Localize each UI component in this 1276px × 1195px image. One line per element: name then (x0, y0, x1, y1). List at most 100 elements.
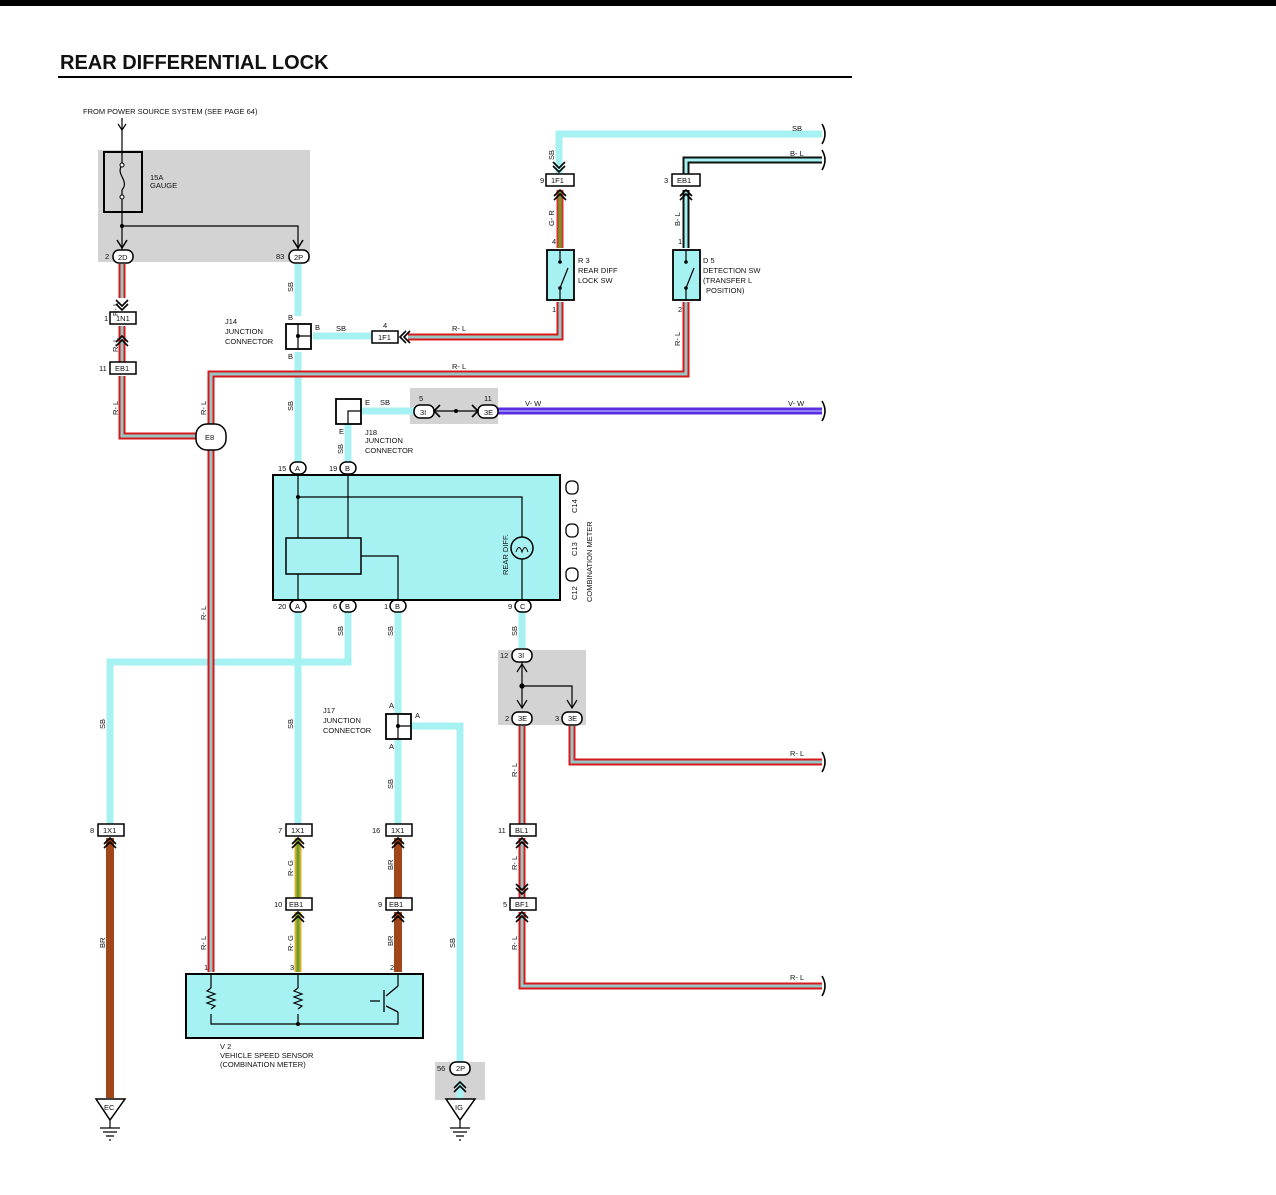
label-connectors-c3i: 3I (518, 651, 524, 660)
label-wire_colors-rl: R- L (452, 324, 466, 333)
label-pins-p56: 56 (437, 1064, 445, 1073)
label-labels-v2_id: V 2 (220, 1042, 231, 1051)
label-connectors-pb: B (395, 602, 400, 611)
label-pins-p9: 9 (508, 602, 512, 611)
label-connectors-c3e: 3E (568, 714, 577, 723)
label-labels-j14_name: JUNCTION (225, 327, 263, 336)
label-labels-ground_ec: EC (104, 1103, 115, 1112)
label-connectors-c2p: 2P (456, 1064, 465, 1073)
label-wire_colors-sb: SB (386, 626, 395, 636)
label-connectors-c1x1: 1X1 (103, 826, 116, 835)
label-wire_colors-rg: R- G (286, 860, 295, 876)
label-wire_colors-br: BR (386, 935, 395, 946)
label-wire_colors-sb: SB (547, 150, 556, 160)
label-connectors-pe: E (365, 398, 370, 407)
label-wire_colors-sb: SB (386, 779, 395, 789)
bl-wire (682, 156, 822, 248)
label-wire_colors-rl: R- L (111, 302, 120, 316)
label-labels-v2_name: VEHICLE SPEED SENSOR (220, 1051, 314, 1060)
label-wire_colors-sb: SB (510, 626, 519, 636)
page-title: REAR DIFFERENTIAL LOCK (60, 52, 329, 74)
label-labels-meter_c14: C14 (570, 499, 579, 513)
label-wire_colors-rl: R- L (673, 332, 682, 346)
label-wire_colors-vw: V- W (525, 399, 542, 408)
label-wire_colors-bl: B- L (673, 212, 682, 226)
label-wire_colors-vw: V- W (788, 399, 805, 408)
label-wire_colors-rl: R- L (111, 401, 120, 415)
label-connectors-cbf1: BF1 (515, 900, 529, 909)
label-labels-j17_id: J17 (323, 706, 335, 715)
connector-pins (97, 161, 701, 1093)
label-wire_colors-sb: SB (380, 398, 390, 407)
pin-texts: 2D 2P 2 83 1N1 1 EB1 11 1F1 4 1F1 9 EB1 … (90, 176, 691, 1073)
label-labels-r3_name: REAR DIFF (578, 266, 618, 275)
label-connectors-pb: B (345, 464, 350, 473)
label-labels-j18_name2: CONNECTOR (365, 446, 414, 455)
label-wire_colors-br: BR (386, 859, 395, 870)
label-labels-meter_c12: C12 (570, 586, 579, 600)
label-labels-v2_name2: (COMBINATION METER) (220, 1060, 306, 1069)
label-labels-ground_ig: IG (455, 1103, 463, 1112)
label-connectors-c3e: 3E (484, 408, 493, 417)
label-pins-p11: 11 (484, 394, 492, 403)
label-wire_colors-sb: SB (286, 719, 295, 729)
label-wire_colors-bl: B- L (790, 149, 804, 158)
junction-j17: A A A J17 JUNCTION CONNECTOR (323, 701, 420, 751)
label-pins-p1: 1 (104, 314, 108, 323)
label-pins-p2: 2 (505, 714, 509, 723)
label-wire_colors-rl: R- L (790, 749, 804, 758)
label-pins-p2: 2 (105, 252, 109, 261)
label-connectors-pb: B (288, 352, 293, 361)
label-connectors-c1x1: 1X1 (391, 826, 404, 835)
label-pins-p5: 5 (419, 394, 423, 403)
label-labels-j14_id: J14 (225, 317, 237, 326)
label-pins-p6: 6 (333, 602, 337, 611)
fuse-box: 15A GAUGE (103, 118, 304, 250)
label-pins-p1: 1 (204, 963, 208, 972)
label-wire_colors-sb: SB (336, 324, 346, 333)
junction-j14: B B B J14 JUNCTION CONNECTOR (225, 313, 320, 361)
label-labels-d5_name2: (TRANSFER L (703, 276, 752, 285)
label-connectors-c3e: 3E (518, 714, 527, 723)
power-source-label: FROM POWER SOURCE SYSTEM (SEE PAGE 64) (83, 107, 258, 116)
label-labels-j17_name: JUNCTION (323, 716, 361, 725)
sb-wires (106, 130, 822, 1098)
label-connectors-ce8: E8 (205, 433, 214, 442)
label-wire_colors-rl: R- L (452, 362, 466, 371)
label-connectors-c1f1: 1F1 (378, 333, 391, 342)
label-pins-p3: 3 (664, 176, 668, 185)
label-wire_colors-rl: R- L (199, 936, 208, 950)
label-labels-r3_name2: LOCK SW (578, 276, 614, 285)
label-pins-p7: 7 (278, 826, 282, 835)
label-connectors-pc: C (520, 602, 526, 611)
label-wire_colors-sb: SB (286, 401, 295, 411)
rl-wires (118, 264, 822, 990)
wire-end-marks (821, 123, 826, 997)
label-labels-j17_name2: CONNECTOR (323, 726, 372, 735)
label-connectors-c2p: 2P (294, 253, 303, 262)
vehicle-speed-sensor: 1 3 2 V 2 VEHICLE SPEED SENSOR (COMBINAT… (185, 963, 424, 1069)
label-labels-r3_id: R 3 (578, 256, 590, 265)
label-connectors-ceb1: EB1 (115, 364, 129, 373)
label-pins-p16: 16 (372, 826, 380, 835)
junction-j18: E E J18 JUNCTION CONNECTOR (335, 398, 414, 455)
label-pins-p83: 83 (276, 252, 284, 261)
label-wire_colors-rl: R- L (510, 763, 519, 777)
label-connectors-pa: A (415, 711, 420, 720)
label-labels-j14_name2: CONNECTOR (225, 337, 274, 346)
label-wire_colors-rl: R- L (111, 338, 120, 352)
label-labels-d5_id: D 5 (703, 256, 715, 265)
label-pins-p12: 12 (500, 651, 508, 660)
label-wire_colors-sb: SB (448, 938, 457, 948)
label-pins-p20: 20 (278, 602, 286, 611)
top-border (0, 0, 1276, 6)
label-wire_colors-rl: R- L (510, 936, 519, 950)
label-wire_colors-sb: SB (792, 124, 802, 133)
label-connectors-pb: B (345, 602, 350, 611)
combination-meter: REAR DIFF. C14 C13 C12 COMBINATION METER (272, 474, 594, 602)
label-pins-p1: 1 (552, 305, 556, 314)
label-pins-p11: 11 (498, 826, 506, 835)
label-pins-p3: 3 (290, 963, 294, 972)
label-labels-rear_diff: REAR DIFF. (501, 534, 510, 575)
